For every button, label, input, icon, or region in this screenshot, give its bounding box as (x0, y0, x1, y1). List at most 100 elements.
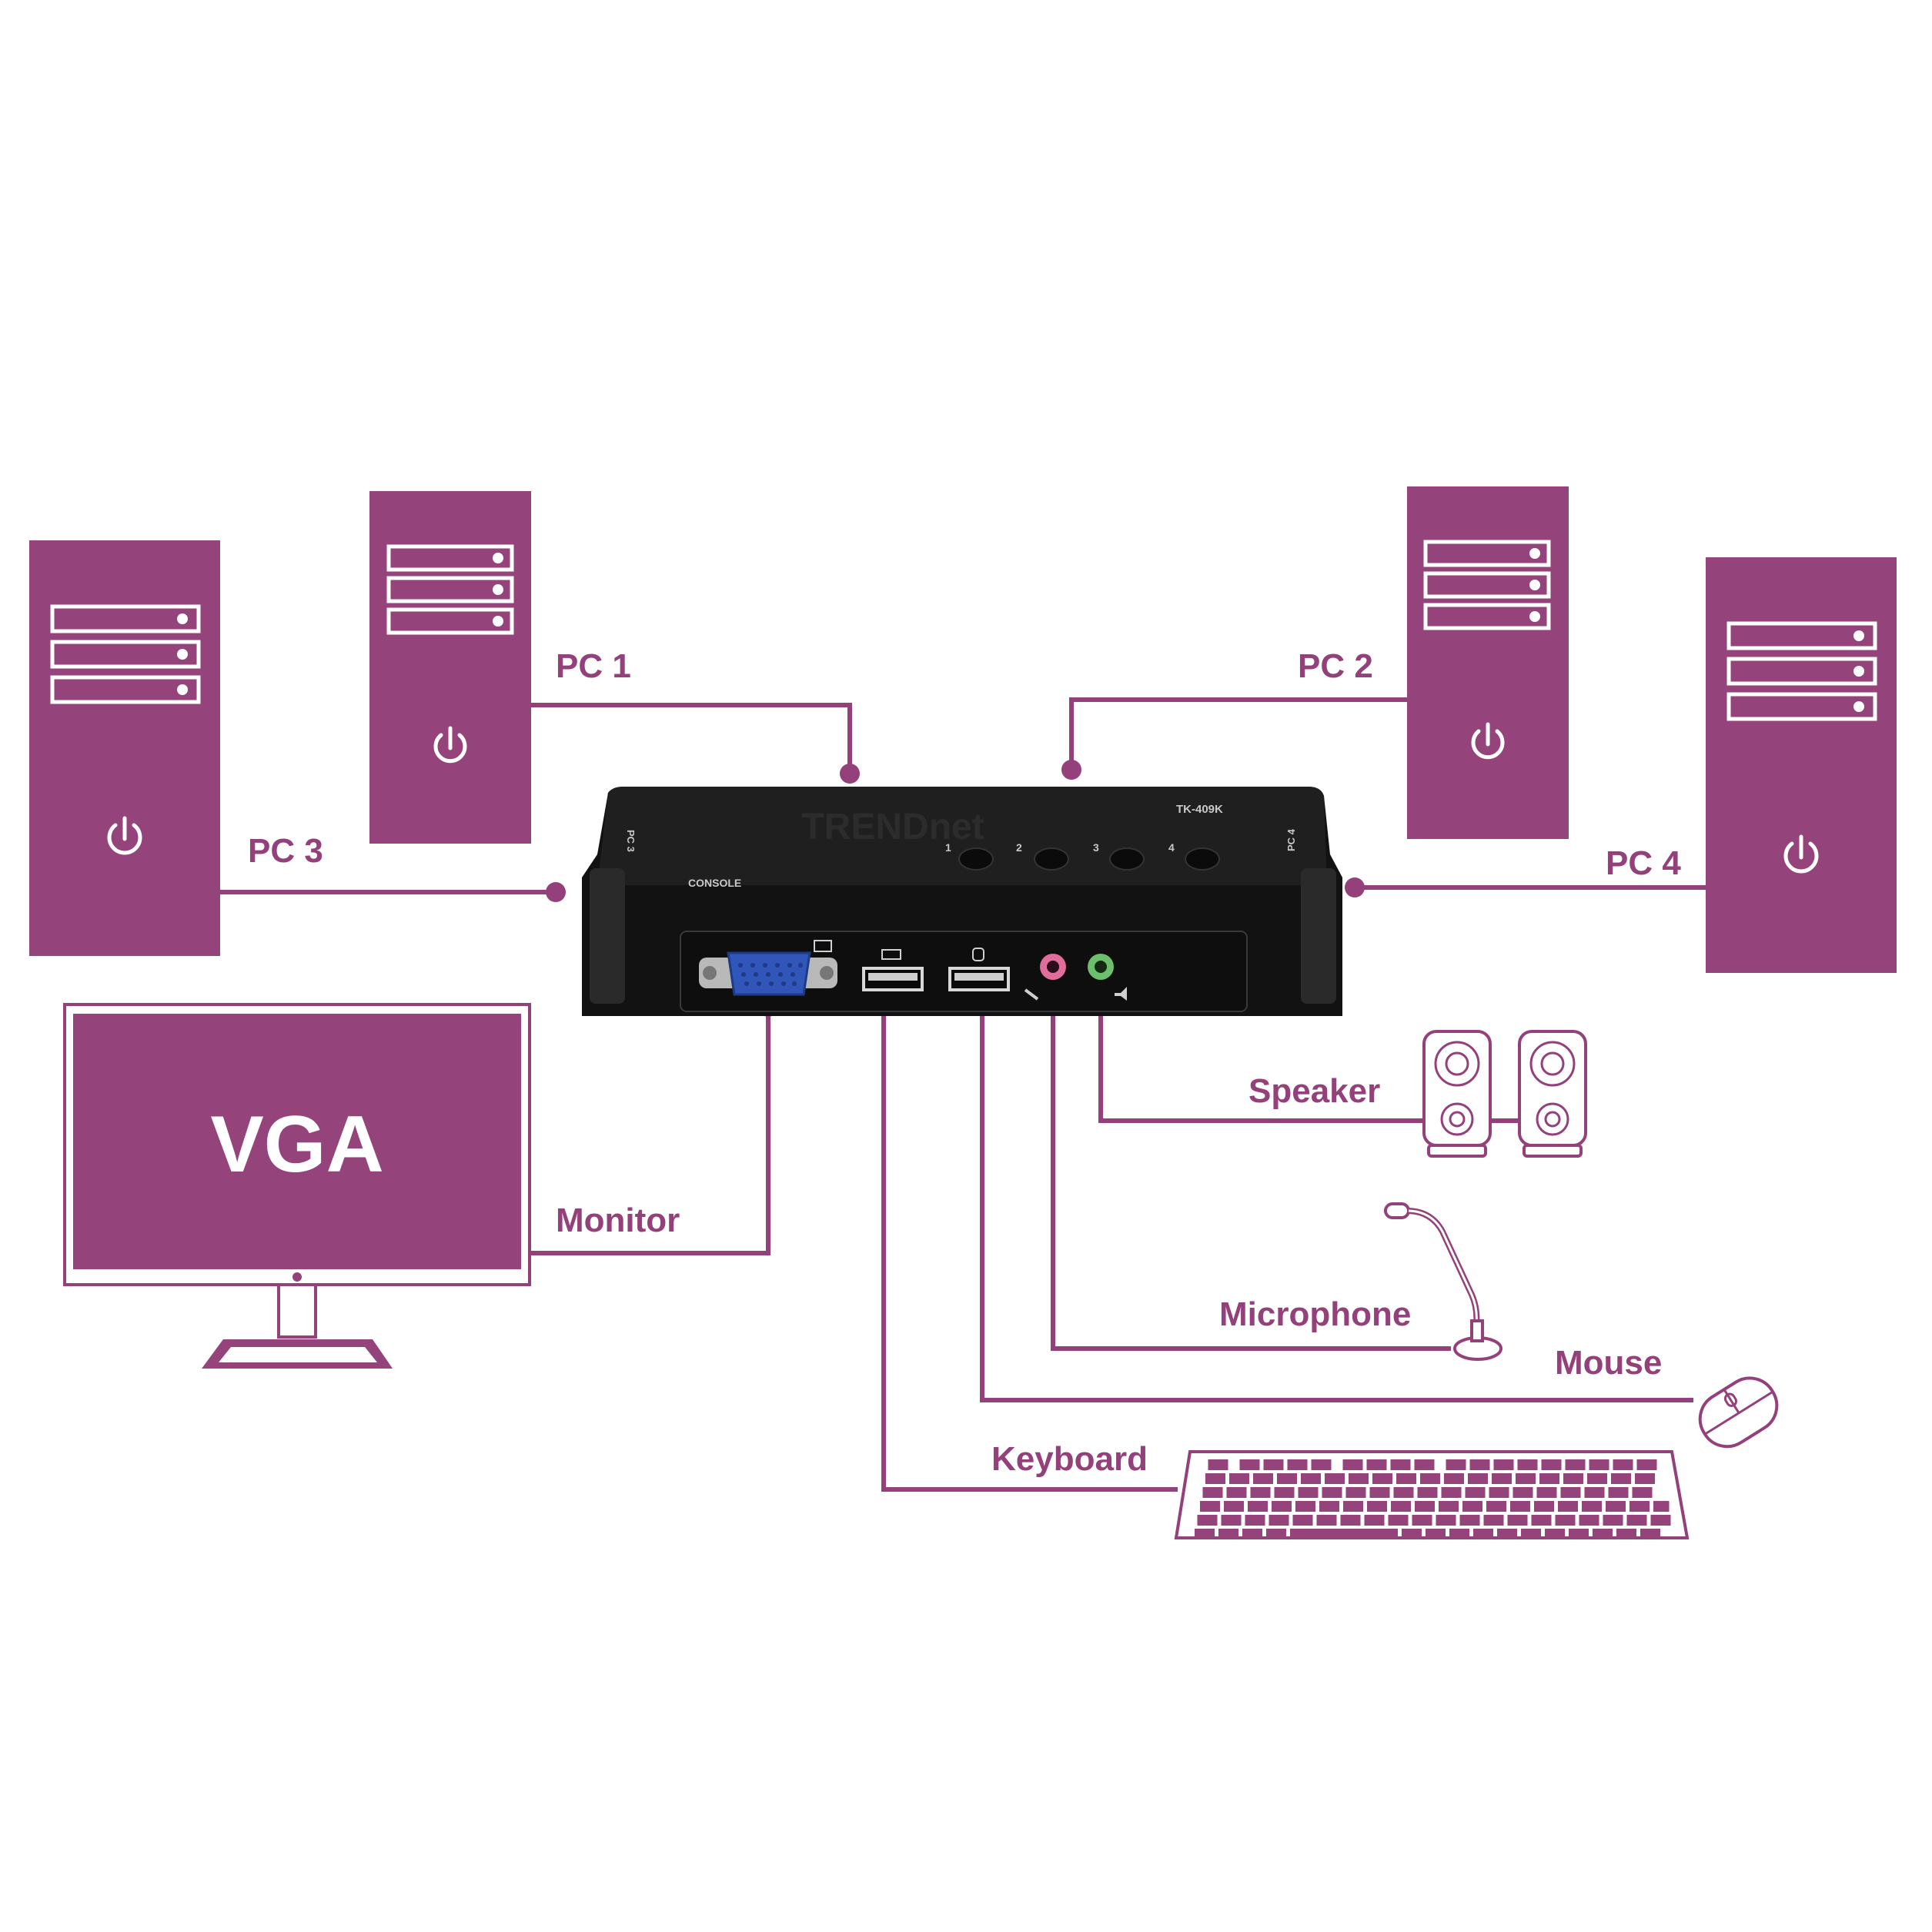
keyboard-key (1593, 1529, 1613, 1539)
keyboard-key (1558, 1501, 1578, 1512)
power-icon (1471, 722, 1505, 760)
keyboard-key (1343, 1501, 1363, 1512)
keyboard-key (1205, 1473, 1225, 1484)
keyboard-key (1412, 1515, 1432, 1526)
server-tower-icon (386, 544, 514, 635)
keyboard-key (1629, 1501, 1650, 1512)
kvm-model: TK-409K (1176, 803, 1223, 816)
kvm-button-1 (958, 847, 994, 871)
keyboard-key (1468, 1473, 1488, 1484)
server-tower-icon (1423, 540, 1551, 630)
keyboard-key (1521, 1529, 1541, 1539)
pc4-tower (1706, 557, 1897, 973)
kvm-port-left-label: PC 3 (625, 830, 637, 852)
keyboard-key (1414, 1459, 1435, 1470)
pc3-label: PC 3 (248, 832, 323, 870)
pc3-wire-dot (546, 882, 566, 902)
keyboard-key (1396, 1473, 1416, 1484)
keyboard-key (1603, 1515, 1623, 1526)
kvm-button-label-2: 2 (1016, 841, 1022, 854)
keyboard-key (1636, 1459, 1657, 1470)
keyboard-key (1510, 1501, 1530, 1512)
keyboard-key (1492, 1473, 1512, 1484)
keyboard-key (1239, 1459, 1260, 1470)
keyboard-key (1292, 1515, 1313, 1526)
keyboard-key (1195, 1529, 1215, 1539)
power-icon (107, 816, 142, 855)
keyboard-key (1325, 1473, 1345, 1484)
keyboard-key (1611, 1473, 1631, 1484)
keyboard-key (1497, 1529, 1517, 1539)
keyboard-key (1473, 1529, 1493, 1539)
speaker-wire (1098, 1002, 1424, 1123)
speaker-jack (1088, 954, 1127, 1001)
keyboard-key (1266, 1529, 1286, 1539)
keyboard-key (1446, 1459, 1466, 1470)
pc4-label: PC 4 (1606, 844, 1681, 882)
keyboard-key (1402, 1529, 1422, 1539)
keyboard-key (1536, 1487, 1557, 1498)
keyboard-key (1560, 1487, 1581, 1498)
keyboard-key (1208, 1459, 1228, 1470)
keyboard-label: Keyboard (991, 1440, 1148, 1478)
keyboard-key (1493, 1459, 1514, 1470)
keyboard-key (1541, 1459, 1562, 1470)
keyboard-key (1269, 1515, 1289, 1526)
keyboard-key (1248, 1501, 1268, 1512)
kvm-button-label-1: 1 (945, 841, 951, 854)
keyboard-key (1626, 1515, 1647, 1526)
pc1-tower (369, 491, 531, 844)
kvm-button-2 (1034, 847, 1069, 871)
keyboard-key (1253, 1473, 1273, 1484)
kvm-button-4 (1185, 847, 1220, 871)
keyboard-key (1545, 1529, 1565, 1539)
keyboard-key (1390, 1459, 1411, 1470)
usb-keyboard-port (862, 949, 924, 991)
pc2-wire-dot (1061, 760, 1081, 780)
microphone-label: Microphone (1219, 1295, 1411, 1333)
keyboard-key (1565, 1459, 1586, 1470)
kvm-button-3 (1109, 847, 1145, 871)
keyboard-key (1340, 1515, 1361, 1526)
kvm-button-label-3: 3 (1093, 841, 1099, 854)
keyboard-key (1342, 1459, 1363, 1470)
keyboard-key (1277, 1473, 1297, 1484)
keyboard-key (1319, 1501, 1339, 1512)
keyboard-key (1608, 1487, 1629, 1498)
monitor-label: Monitor (556, 1202, 680, 1239)
pc2-wire (1069, 697, 1409, 770)
keyboard-key (1635, 1473, 1655, 1484)
keyboard-key (1441, 1487, 1462, 1498)
keyboard-key (1229, 1473, 1249, 1484)
keyboard-wire (881, 1002, 1178, 1492)
keyboard-key (1489, 1487, 1509, 1498)
pc1-wire (531, 703, 852, 774)
server-tower-icon (1726, 621, 1877, 721)
kvm-port-buttons: 1 2 3 4 (945, 841, 1220, 871)
speaker-icon (1422, 1030, 1587, 1158)
mouse-label: Mouse (1555, 1344, 1662, 1382)
keyboard-key (1616, 1529, 1636, 1539)
keyboard-key (1444, 1473, 1464, 1484)
keyboard-key (1242, 1529, 1262, 1539)
keyboard-key (1417, 1487, 1438, 1498)
keyboard-key (1606, 1501, 1626, 1512)
keyboard-key (1420, 1473, 1440, 1484)
keyboard-key (1202, 1487, 1223, 1498)
keyboard-key (1539, 1473, 1559, 1484)
keyboard-key (1301, 1473, 1321, 1484)
keyboard-key (1316, 1515, 1337, 1526)
kvm-brand: TRENDnet (801, 807, 984, 847)
keyboard-key (1295, 1501, 1315, 1512)
vga-label: VGA (210, 1100, 383, 1189)
keyboard-key (1393, 1487, 1414, 1498)
keyboard-key (1287, 1459, 1308, 1470)
keyboard-key (1311, 1459, 1332, 1470)
kvm-switch: TRENDnet TK-409K CONSOLE PC 3 PC 4 1 2 3… (582, 787, 1342, 1016)
keyboard-key (1274, 1487, 1295, 1498)
pc4-wire-dot (1345, 877, 1365, 897)
keyboard-key (1367, 1501, 1387, 1512)
keyboard-key (1221, 1515, 1242, 1526)
keyboard-key (1369, 1487, 1390, 1498)
keyboard-key (1563, 1473, 1583, 1484)
